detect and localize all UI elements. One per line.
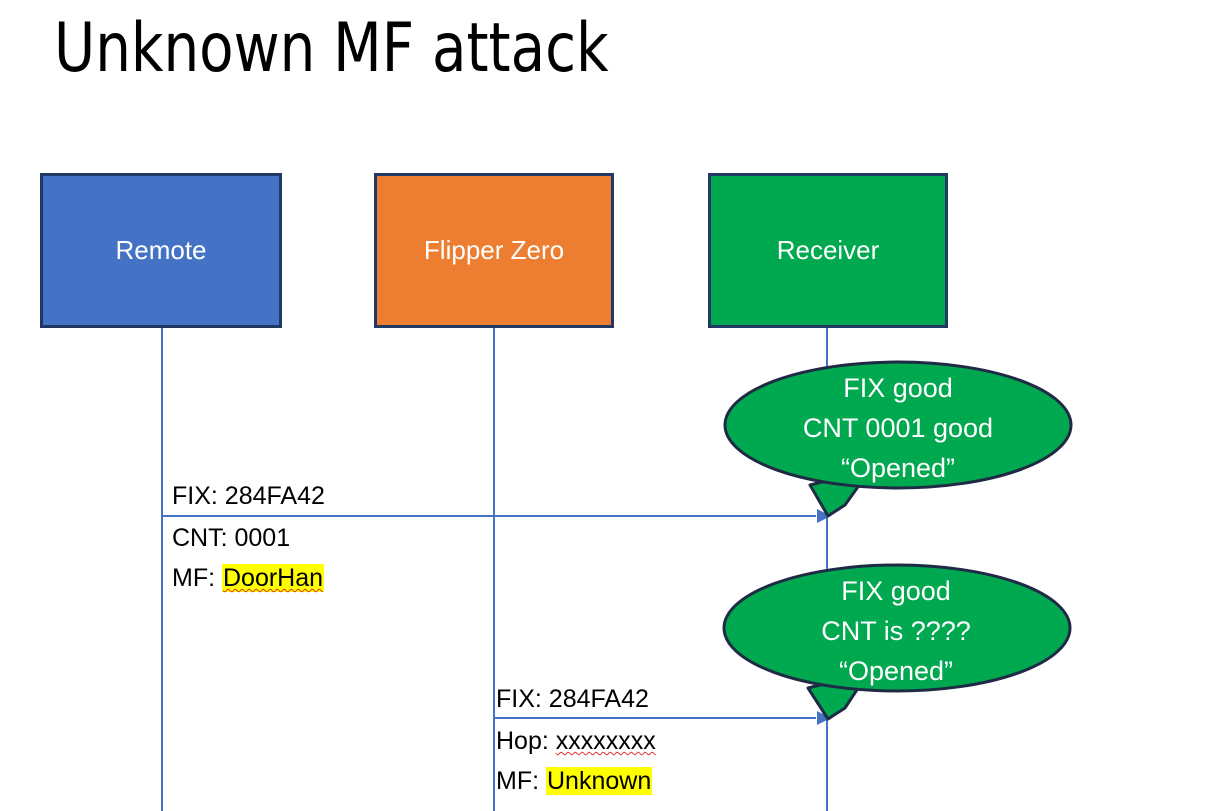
message1-line-cnt: CNT: 0001 <box>172 518 290 558</box>
bubble1-line-3: “Opened” <box>840 453 956 483</box>
message2-fix-prefix: FIX: <box>496 685 549 713</box>
actor-box-remote[interactable]: Remote <box>40 173 282 328</box>
message2-line-mf: MF: Unknown <box>496 761 653 801</box>
message2-fix-value: 284FA42 <box>548 685 649 713</box>
message1-mf-prefix: MF: <box>172 564 222 592</box>
message1-cnt-value: 0001 <box>234 524 291 552</box>
bubble2-line-1: FIX good <box>841 576 951 606</box>
message1-line-fix: FIX: 284FA42 <box>172 476 325 516</box>
speech-bubble-first-response <box>723 360 1073 518</box>
actor-box-flipper[interactable]: Flipper Zero <box>374 173 614 328</box>
bubble-first-response-text: FIX good CNT 0001 good “Opened” <box>730 368 1066 488</box>
message2-hop-value: xxxxxxxx <box>555 727 656 755</box>
actor-label-remote: Remote <box>115 235 207 266</box>
speech-bubble-second-response <box>722 563 1072 721</box>
message1-fix-value: 284FA42 <box>224 482 325 510</box>
message1-cnt-prefix: CNT: <box>172 524 235 552</box>
message1-line-mf: MF: DoorHan <box>172 558 325 598</box>
message1-mf-value: DoorHan <box>222 564 325 592</box>
actor-label-flipper: Flipper Zero <box>423 235 565 266</box>
actor-box-receiver[interactable]: Receiver <box>708 173 948 328</box>
message2-hop-prefix: Hop: <box>496 727 556 755</box>
bubble1-line-2: CNT 0001 good <box>802 413 994 443</box>
bubble2-line-2: CNT is ???? <box>821 616 971 646</box>
message-arrow-remote-to-receiver <box>163 509 831 523</box>
page-title: Unknown MF attack <box>54 9 609 88</box>
bubble2-line-3: “Opened” <box>838 656 954 686</box>
message2-line-fix: FIX: 284FA42 <box>496 679 649 719</box>
actor-label-receiver: Receiver <box>776 235 880 266</box>
message1-fix-prefix: FIX: <box>172 482 225 510</box>
bubble-second-response-text: FIX good CNT is ???? “Opened” <box>728 571 1064 691</box>
message-arrow-flipper-to-receiver <box>495 711 831 725</box>
message2-mf-value: Unknown <box>546 767 653 795</box>
bubble1-line-1: FIX good <box>843 373 953 403</box>
message2-mf-prefix: MF: <box>496 767 546 795</box>
message2-line-hop: Hop: xxxxxxxx <box>496 721 656 761</box>
